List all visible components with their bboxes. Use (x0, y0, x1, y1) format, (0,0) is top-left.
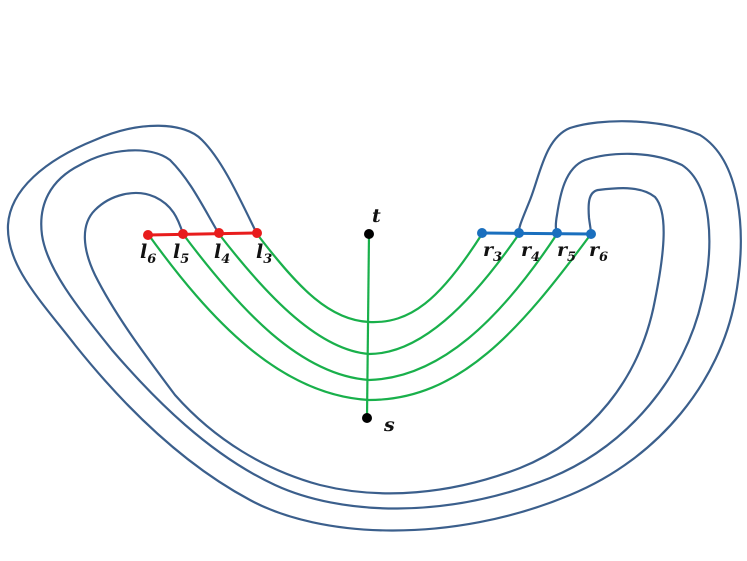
outer-curve-3 (83, 187, 665, 495)
vertex-l5 (178, 229, 188, 239)
vertex-r5 (552, 228, 562, 238)
vertex-r4 (514, 228, 524, 238)
vertex-l3 (252, 228, 262, 238)
right-segment (481, 231, 592, 236)
vertex-l6 (143, 230, 153, 240)
label-l4: l4 (214, 241, 230, 267)
green-path-5 (182, 233, 558, 382)
vertex-l4 (214, 228, 224, 238)
vertex-t (364, 229, 374, 239)
outer-curve-2 (40, 149, 711, 510)
outer-curve-1 (6, 120, 742, 532)
label-s: s (383, 414, 395, 436)
label-r6: r6 (589, 239, 608, 265)
vertex-r6 (586, 229, 596, 239)
label-r5: r5 (557, 239, 576, 265)
vertex-r3 (477, 228, 487, 238)
vertex-s (362, 413, 372, 423)
label-r4: r4 (521, 239, 540, 265)
label-r3: r3 (483, 239, 502, 265)
label-l5: l5 (173, 241, 189, 267)
left-segment (147, 231, 258, 237)
green-path-4 (218, 233, 520, 356)
green-path-6 (147, 233, 592, 402)
label-t: t (372, 205, 381, 227)
label-l3: l3 (256, 241, 272, 267)
label-l6: l6 (140, 241, 156, 267)
green-path-t-s (365, 233, 371, 419)
